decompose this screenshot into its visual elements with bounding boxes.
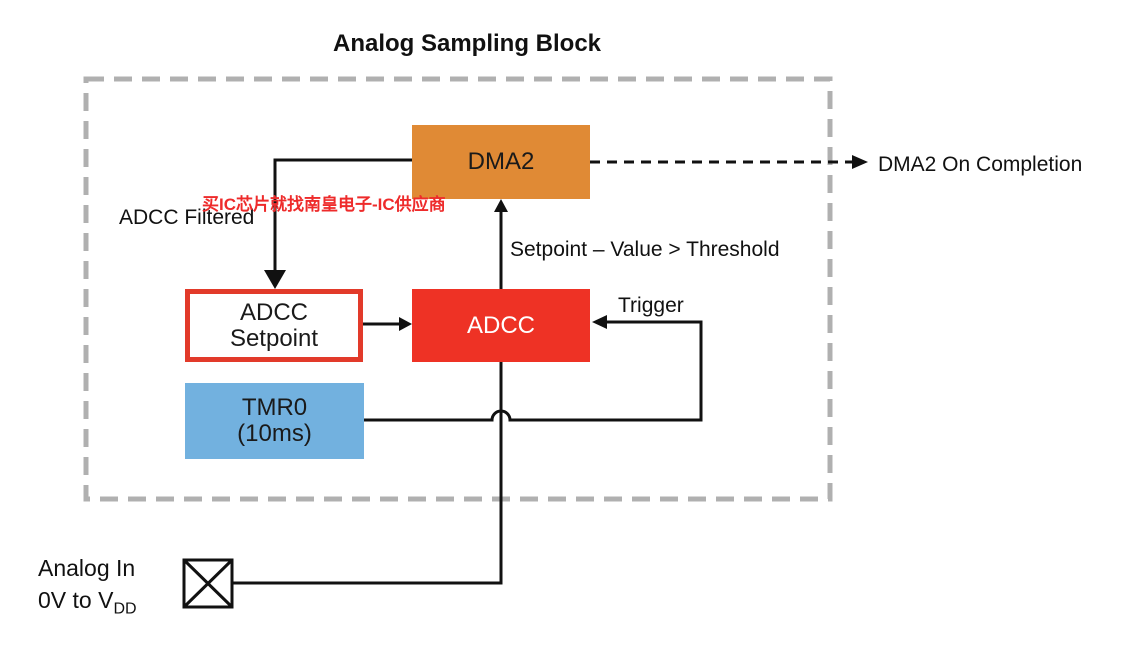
- tmr0-block: TMR0 (10ms): [185, 383, 364, 459]
- trigger-arrowhead: [592, 315, 607, 329]
- analog-input-terminal-icon: [182, 558, 234, 609]
- trigger-label: Trigger: [618, 294, 684, 317]
- threshold-condition-label: Setpoint – Value > Threshold: [510, 238, 780, 261]
- dma2-output-arrowhead: [852, 155, 868, 169]
- filtered-arrowhead: [264, 270, 286, 289]
- analog-input-name: Analog In: [38, 555, 136, 581]
- dma2-output-label: DMA2 On Completion: [878, 153, 1083, 176]
- diagram-title: Analog Sampling Block: [332, 30, 602, 57]
- analog-input-range: 0V to VDD: [38, 584, 137, 626]
- analog-input-label: Analog In 0V to VDD: [38, 552, 137, 626]
- adcc-block: ADCC: [412, 289, 590, 362]
- setpoint-to-adcc-arrowhead: [399, 317, 412, 331]
- threshold-arrowhead: [494, 199, 508, 212]
- adcc-setpoint-label-line1: ADCC: [239, 298, 308, 326]
- adcc-filtered-label: ADCC Filtered: [119, 206, 255, 229]
- adcc-label: ADCC: [466, 311, 535, 339]
- adcc-setpoint-label-line2: Setpoint: [229, 324, 319, 352]
- tmr0-label-line1: TMR0: [241, 394, 308, 421]
- filtered-arrow: [273, 158, 412, 276]
- adcc-setpoint-block: ADCC Setpoint: [185, 289, 363, 362]
- tmr0-label-line2: (10ms): [237, 420, 312, 447]
- analog-input-range-prefix: 0V to V: [38, 587, 114, 613]
- dma2-label: DMA2: [467, 148, 535, 175]
- analog-input-range-subscript: DD: [113, 600, 137, 618]
- trigger-wire: [364, 320, 703, 422]
- sampling-block-border: [83, 76, 833, 502]
- analog-input-wire: [233, 362, 503, 585]
- watermark-text: 买IC芯片就找南皇电子-IC供应商: [202, 195, 446, 214]
- dma2-block: DMA2: [412, 125, 590, 199]
